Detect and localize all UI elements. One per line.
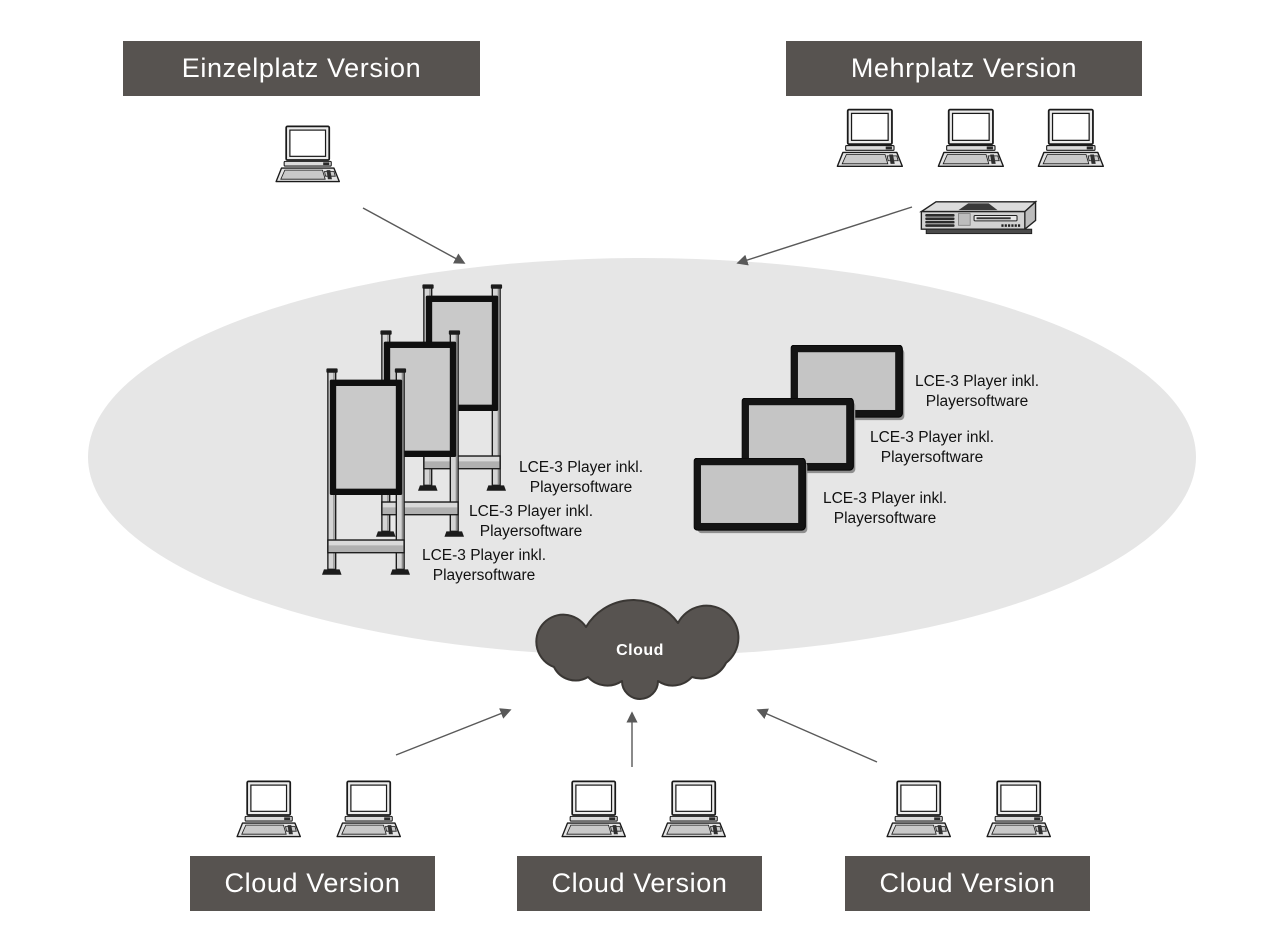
cloud-version-label: Cloud Version [551,868,728,898]
player-label-line1: LCE-3 Player inkl. [869,429,995,446]
kiosk-player-label-1: LCE-3 Player inkl. Playersoftware [496,458,666,498]
cloud-version-label: Cloud Version [224,868,401,898]
cloud-version-banner-right: Cloud Version [845,856,1090,911]
monitor-player-label-3: LCE-3 Player inkl. Playersoftware [800,489,970,529]
arrow-line-cloud-left [395,708,512,756]
kiosk-player-label-3: LCE-3 Player inkl. Playersoftware [399,546,569,586]
arrow-line-mehrplatz [736,206,913,266]
player-label-line2: Playersoftware [925,393,1029,410]
einzelplatz-version-label: Einzelplatz Version [181,53,422,83]
laptop-icon [652,779,726,843]
laptop-icon [266,124,340,188]
cloud-version-banner-left: Cloud Version [190,856,435,911]
network-ellipse [88,258,1196,656]
player-label-line2: Playersoftware [479,523,583,540]
laptop-icon [1028,108,1104,172]
laptop-icon [327,779,401,843]
player-label-line2: Playersoftware [529,479,633,496]
cloud-version-label: Cloud Version [879,868,1056,898]
arrow-line-einzelplatz [362,207,466,264]
monitor-display-icon [693,458,810,535]
player-label-line2: Playersoftware [432,567,536,584]
cloud-icon: Cloud [535,599,740,700]
cloud-label: Cloud [616,642,664,659]
laptop-icon [877,779,951,843]
cloud-shape [535,599,740,700]
monitor-player-label-2: LCE-3 Player inkl. Playersoftware [847,428,1017,468]
player-label-line1: LCE-3 Player inkl. [518,459,644,476]
laptop-icon [227,779,301,843]
laptop-icon [928,108,1004,172]
arrow-line-cloud-right [756,708,878,763]
cloud-version-banner-center: Cloud Version [517,856,762,911]
mehrplatz-version-label: Mehrplatz Version [850,53,1078,83]
kiosk-player-label-2: LCE-3 Player inkl. Playersoftware [446,502,616,542]
player-label-line1: LCE-3 Player inkl. [421,547,547,564]
player-label-line2: Playersoftware [833,510,937,527]
einzelplatz-version-banner: Einzelplatz Version [123,41,480,96]
laptop-icon [977,779,1051,843]
kiosk-display-icon [322,366,410,581]
monitor-player-label-1: LCE-3 Player inkl. Playersoftware [892,372,1062,412]
mehrplatz-version-banner: Mehrplatz Version [786,41,1142,96]
player-label-line1: LCE-3 Player inkl. [822,490,948,507]
player-label-line1: LCE-3 Player inkl. [468,503,594,520]
player-label-line1: LCE-3 Player inkl. [914,373,1040,390]
server-icon [911,196,1043,237]
laptop-icon [827,108,903,172]
laptop-icon [552,779,626,843]
player-label-line2: Playersoftware [880,449,984,466]
